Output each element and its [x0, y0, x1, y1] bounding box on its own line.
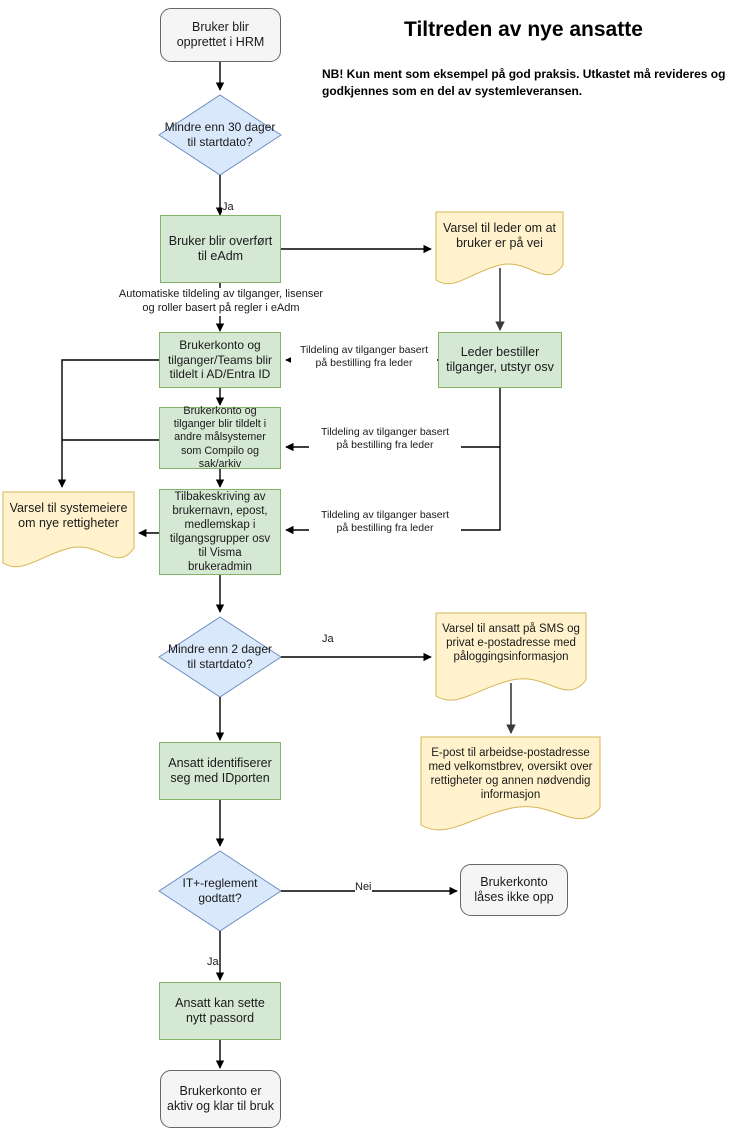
node-compilo-label: Brukerkonto og tilganger blir tildelt i …	[173, 405, 267, 470]
node-leder-bestiller-label: Leder bestiller tilganger, utstyr osv	[446, 344, 554, 374]
node-decision-30-dager[interactable]: Mindre enn 30 dager til startdato?	[159, 95, 281, 175]
node-sette-passord-label: Ansatt kan sette nytt passord	[175, 995, 265, 1025]
edge-label-bestilling-1: Tildeling av tilganger basert på bestill…	[291, 344, 437, 371]
node-start-hrm-label: Bruker blir opprettet i HRM	[176, 19, 265, 49]
node-ad-entra[interactable]: Brukerkonto og tilganger/Teams blir tild…	[159, 332, 281, 388]
node-start-hrm[interactable]: Bruker blir opprettet i HRM	[160, 8, 281, 62]
note-shape-leder	[435, 211, 564, 285]
node-note-systemeiere-label: Varsel til systemeiere om nye rettighete…	[9, 501, 128, 531]
node-note-sms-label: Varsel til ansatt på SMS og privat e-pos…	[442, 623, 580, 664]
node-note-epost-label: E-post til arbeidse-postadresse med velk…	[428, 747, 593, 802]
node-decision-2-dager-label: Mindre enn 2 dager til startdato?	[167, 642, 273, 671]
node-note-sms[interactable]: Varsel til ansatt på SMS og privat e-pos…	[436, 613, 586, 699]
node-eadm-label: Bruker blir overført til eAdm	[168, 233, 273, 263]
edge-label-bestilling-3: Tildeling av tilganger basert på bestill…	[309, 509, 461, 536]
node-konto-aktiv[interactable]: Brukerkonto er aktiv og klar til bruk	[160, 1070, 281, 1128]
edge-label-ja-reglement: Ja	[207, 956, 219, 970]
node-compilo[interactable]: Brukerkonto og tilganger blir tildelt i …	[159, 405, 281, 470]
node-konto-laast-label: Brukerkonto låses ikke opp	[474, 874, 554, 904]
node-leder-bestiller[interactable]: Leder bestiller tilganger, utstyr osv	[438, 332, 562, 388]
node-decision-reglement[interactable]: IT+-reglement godtatt?	[159, 851, 281, 931]
node-visma-brukeradmin[interactable]: Tilbakeskriving av brukernavn, epost, me…	[159, 489, 281, 575]
note-shape-sms	[435, 612, 587, 701]
node-sette-passord[interactable]: Ansatt kan sette nytt passord	[159, 982, 281, 1040]
edge-label-bestilling-2: Tildeling av tilganger basert på bestill…	[309, 426, 461, 453]
node-konto-laast[interactable]: Brukerkonto låses ikke opp	[460, 864, 568, 916]
edge-ad-entra-to-note-systemeiere	[57, 359, 159, 488]
node-idporten-label: Ansatt identifiserer seg med IDporten	[168, 755, 272, 785]
note-shape-epost	[420, 736, 601, 831]
edge-label-ja-30: Ja	[222, 201, 234, 215]
node-idporten[interactable]: Ansatt identifiserer seg med IDporten	[159, 742, 281, 800]
node-note-varsel-leder-label: Varsel til leder om at bruker er på vei	[442, 221, 556, 251]
node-decision-30-dager-label: Mindre enn 30 dager til startdato?	[164, 120, 276, 149]
node-konto-aktiv-label: Brukerkonto er aktiv og klar til bruk	[167, 1083, 274, 1113]
node-visma-brukeradmin-label: Tilbakeskriving av brukernavn, epost, me…	[169, 490, 271, 574]
note-shape-systemeiere	[2, 491, 135, 568]
node-decision-reglement-label: IT+-reglement godtatt?	[182, 876, 258, 905]
edge-label-auto-tildeling: Automatiske tildeling av tilganger, lise…	[110, 288, 332, 316]
node-eadm[interactable]: Bruker blir overført til eAdm	[160, 215, 281, 283]
node-note-varsel-leder[interactable]: Varsel til leder om at bruker er på vei	[436, 212, 563, 288]
node-decision-2-dager[interactable]: Mindre enn 2 dager til startdato?	[159, 617, 281, 697]
disclaimer-note: NB! Kun ment som eksempel på god praksis…	[322, 67, 726, 99]
node-note-systemeiere[interactable]: Varsel til systemeiere om nye rettighete…	[3, 492, 134, 568]
node-note-epost[interactable]: E-post til arbeidse-postadresse med velk…	[421, 737, 600, 831]
edge-label-nei-reglement: Nei	[355, 881, 372, 895]
node-ad-entra-label: Brukerkonto og tilganger/Teams blir tild…	[167, 338, 273, 382]
page-title: Tiltreden av nye ansatte	[404, 18, 643, 41]
edge-label-ja-2dager: Ja	[322, 633, 334, 647]
